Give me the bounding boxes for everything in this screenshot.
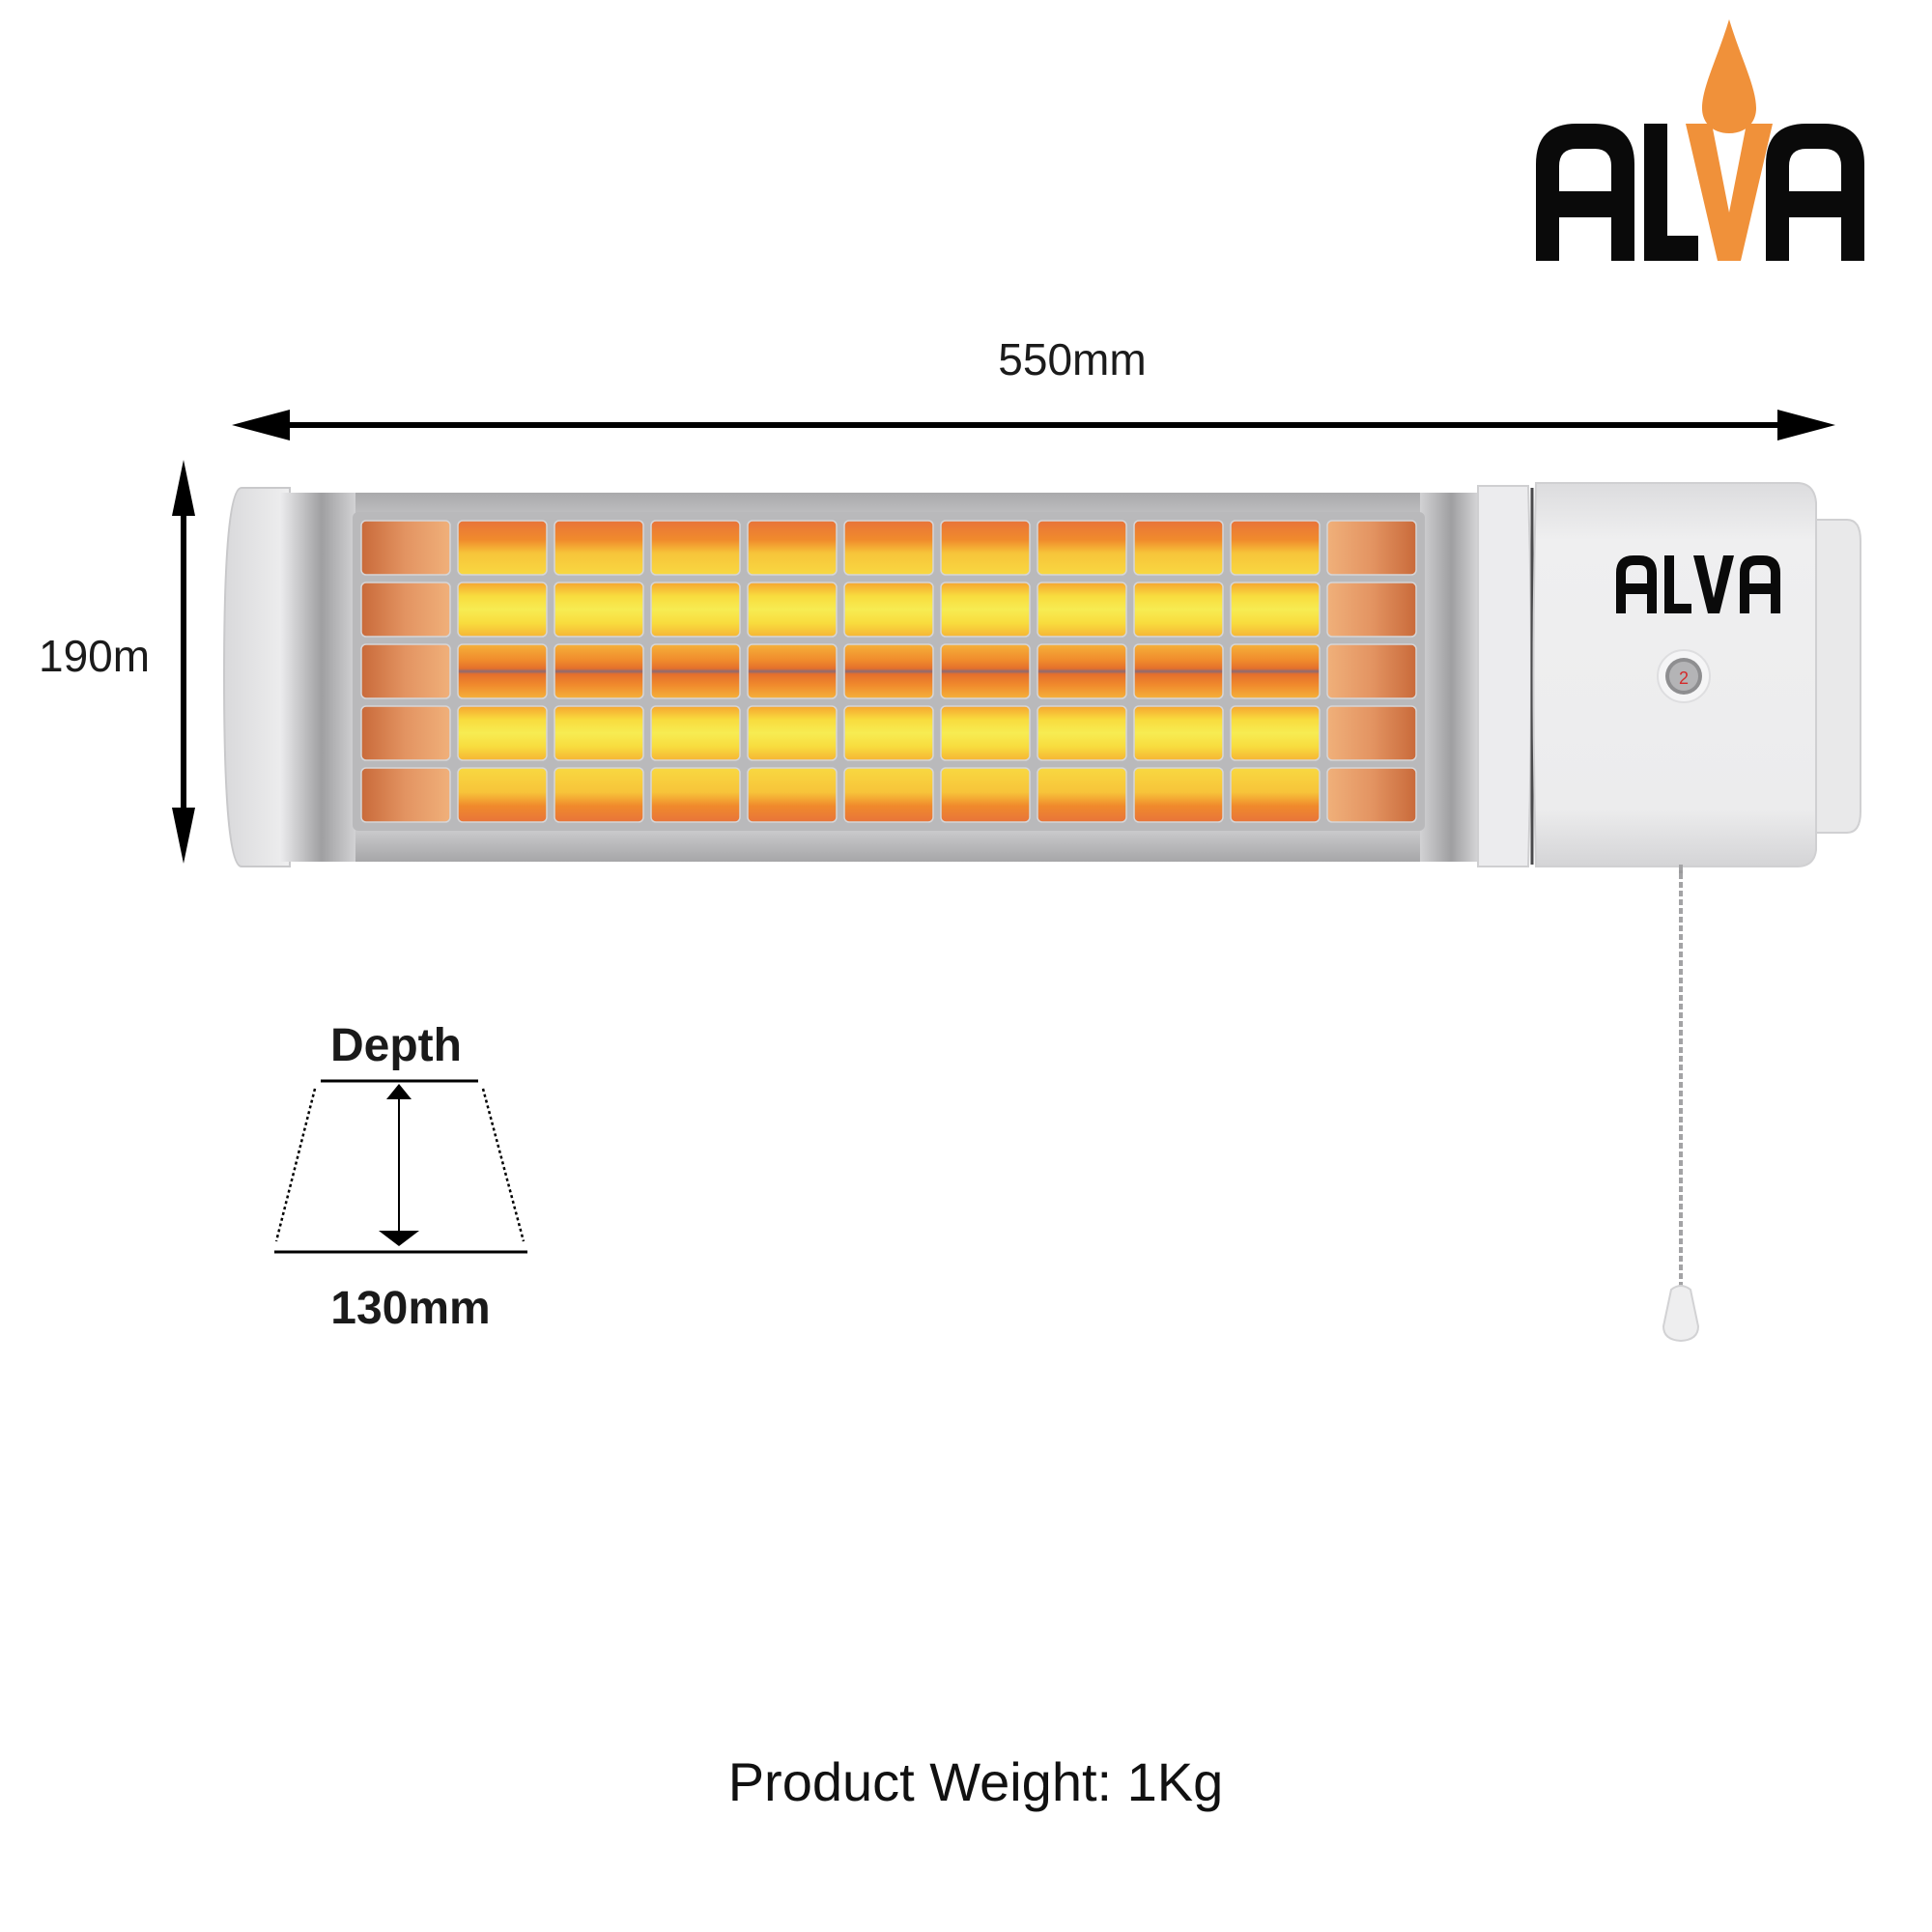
grille-cell bbox=[554, 767, 644, 823]
grille-cell bbox=[1326, 643, 1417, 699]
grille-cell bbox=[747, 705, 838, 761]
grille-cell bbox=[940, 767, 1031, 823]
heater-illustration: 2 bbox=[222, 482, 1861, 879]
grille-cell bbox=[457, 767, 548, 823]
grille-cell bbox=[1326, 705, 1417, 761]
grille-cell bbox=[1037, 643, 1127, 699]
pull-cord[interactable] bbox=[1642, 865, 1719, 1357]
width-dimension-arrow bbox=[232, 410, 1835, 440]
grille-cell bbox=[360, 520, 451, 576]
depth-title: Depth bbox=[330, 1020, 462, 1071]
grille-cell bbox=[457, 643, 548, 699]
height-dimension-label: 190m bbox=[39, 631, 151, 681]
grille-cell bbox=[650, 705, 741, 761]
grille-cell bbox=[1326, 582, 1417, 638]
alva-logo-icon bbox=[1536, 19, 1864, 261]
grille-cell bbox=[940, 520, 1031, 576]
body-brand-logo-icon bbox=[1616, 555, 1780, 613]
grille-cell bbox=[843, 705, 934, 761]
pull-cord-handle-icon bbox=[1662, 1285, 1700, 1343]
grille-cell bbox=[940, 582, 1031, 638]
grille-cell bbox=[1133, 643, 1224, 699]
grille-cell bbox=[747, 520, 838, 576]
grille-cell bbox=[554, 520, 644, 576]
grille-cell bbox=[843, 643, 934, 699]
grille-cell bbox=[650, 767, 741, 823]
grille-cell bbox=[1326, 767, 1417, 823]
grille-cell bbox=[1037, 767, 1127, 823]
grille-cell bbox=[1230, 582, 1321, 638]
grille-cell bbox=[1230, 520, 1321, 576]
control-box: 2 bbox=[1532, 482, 1861, 867]
depth-diagram bbox=[274, 1079, 527, 1254]
grille-cell bbox=[457, 582, 548, 638]
grille-cell bbox=[554, 705, 644, 761]
svg-text:2: 2 bbox=[1679, 668, 1689, 688]
grille-cell bbox=[940, 643, 1031, 699]
power-indicator-light: 2 bbox=[1657, 649, 1711, 703]
grille-cell bbox=[1133, 767, 1224, 823]
grille-cell bbox=[1133, 582, 1224, 638]
grille-cell bbox=[1133, 520, 1224, 576]
grille-cell bbox=[747, 643, 838, 699]
depth-dimension-label: 130mm bbox=[330, 1283, 491, 1334]
grille-cell bbox=[843, 767, 934, 823]
grille-cell bbox=[747, 767, 838, 823]
right-collar bbox=[1477, 485, 1534, 867]
grille-cell bbox=[360, 582, 451, 638]
grille-cell bbox=[554, 582, 644, 638]
height-dimension-arrow bbox=[172, 460, 195, 864]
grille-cell bbox=[360, 767, 451, 823]
grille-cell bbox=[650, 582, 741, 638]
grille-cell bbox=[360, 643, 451, 699]
grille-cell bbox=[1230, 643, 1321, 699]
product-weight-label: Product Weight: 1Kg bbox=[727, 1751, 1224, 1812]
grille-cell bbox=[940, 705, 1031, 761]
grille-cell bbox=[457, 520, 548, 576]
width-dimension-label: 550mm bbox=[998, 334, 1147, 384]
grille-cell bbox=[360, 705, 451, 761]
grille-cell bbox=[843, 520, 934, 576]
grille-cell bbox=[1037, 520, 1127, 576]
grille-cell bbox=[457, 705, 548, 761]
grille-cell bbox=[747, 582, 838, 638]
grille-cell bbox=[650, 520, 741, 576]
brand-logo bbox=[1526, 19, 1874, 270]
left-end-cap bbox=[222, 487, 291, 867]
grille-cell bbox=[1326, 520, 1417, 576]
grille-cell bbox=[1037, 582, 1127, 638]
grille-cell bbox=[1230, 767, 1321, 823]
grille-cell bbox=[1037, 705, 1127, 761]
grille-cells bbox=[360, 520, 1417, 823]
grille-cell bbox=[554, 643, 644, 699]
grille-cell bbox=[843, 582, 934, 638]
grille-cell bbox=[1133, 705, 1224, 761]
grille-cell bbox=[650, 643, 741, 699]
grille-cell bbox=[1230, 705, 1321, 761]
